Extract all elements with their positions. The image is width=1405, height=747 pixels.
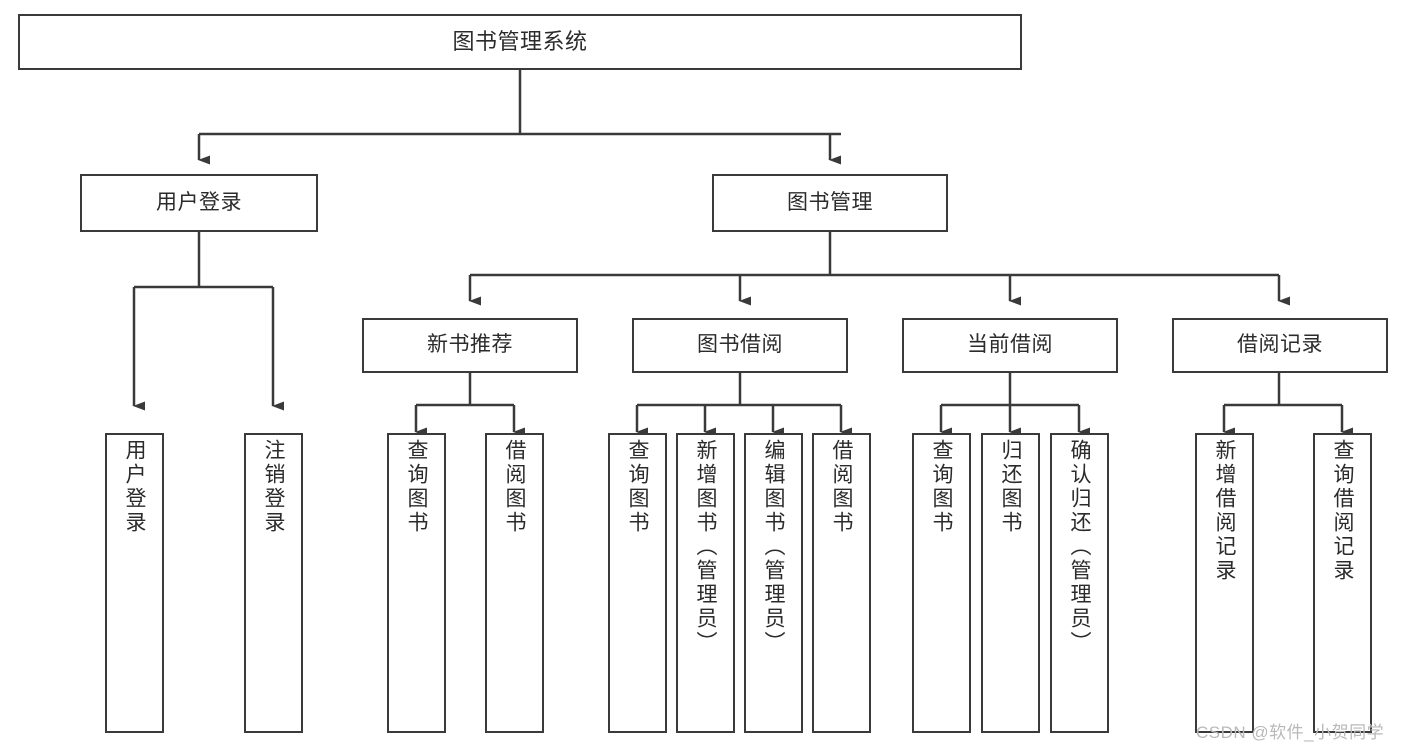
leaf-query-book-borrow[interactable]: 查询图书 (608, 433, 667, 733)
node-label: 查询借阅记录 (1331, 439, 1354, 583)
node-label: 用户登录 (156, 190, 242, 214)
leaf-confirm-return-admin[interactable]: 确认归还（管理员） (1050, 433, 1109, 733)
node-label: 确认归还（管理员） (1068, 439, 1091, 655)
node-borrow-record[interactable]: 借阅记录 (1172, 318, 1388, 373)
node-label: 新增图书（管理员） (694, 439, 717, 655)
node-label: 图书管理 (787, 190, 873, 214)
node-new-book-recommend[interactable]: 新书推荐 (362, 318, 578, 373)
node-label: 查询图书 (405, 439, 428, 535)
node-label: 归还图书 (999, 439, 1022, 535)
node-current-borrow[interactable]: 当前借阅 (902, 318, 1118, 373)
leaf-query-book-current[interactable]: 查询图书 (912, 433, 971, 733)
leaf-user-login[interactable]: 用户登录 (105, 433, 164, 733)
csdn-watermark: CSDN @软件_小贺同学 (1196, 723, 1385, 742)
leaf-add-borrow-record[interactable]: 新增借阅记录 (1195, 433, 1254, 733)
node-label: 查询图书 (626, 439, 649, 535)
node-label: 编辑图书（管理员） (762, 439, 785, 655)
node-label: 新增借阅记录 (1213, 439, 1236, 583)
leaf-logout[interactable]: 注销登录 (244, 433, 303, 733)
node-label: 借阅图书 (830, 439, 853, 535)
node-label: 借阅记录 (1237, 333, 1323, 357)
leaf-borrow-book[interactable]: 借阅图书 (812, 433, 871, 733)
node-label: 注销登录 (262, 439, 285, 535)
node-book-borrow[interactable]: 图书借阅 (632, 318, 848, 373)
leaf-query-borrow-record[interactable]: 查询借阅记录 (1313, 433, 1372, 733)
node-label: 图书借阅 (697, 333, 783, 357)
leaf-add-book-admin[interactable]: 新增图书（管理员） (676, 433, 735, 733)
node-label: 借阅图书 (503, 439, 526, 535)
node-root-system[interactable]: 图书管理系统 (18, 14, 1022, 70)
node-label: 用户登录 (123, 439, 146, 535)
leaf-borrow-book-recommend[interactable]: 借阅图书 (485, 433, 544, 733)
node-book-management[interactable]: 图书管理 (712, 174, 948, 232)
leaf-return-book[interactable]: 归还图书 (981, 433, 1040, 733)
node-user-login[interactable]: 用户登录 (80, 174, 318, 232)
node-label: 查询图书 (930, 439, 953, 535)
node-label: 当前借阅 (967, 333, 1053, 357)
node-label: 图书管理系统 (452, 29, 588, 55)
node-label: 新书推荐 (427, 333, 513, 357)
leaf-edit-book-admin[interactable]: 编辑图书（管理员） (744, 433, 803, 733)
leaf-query-book-recommend[interactable]: 查询图书 (387, 433, 446, 733)
